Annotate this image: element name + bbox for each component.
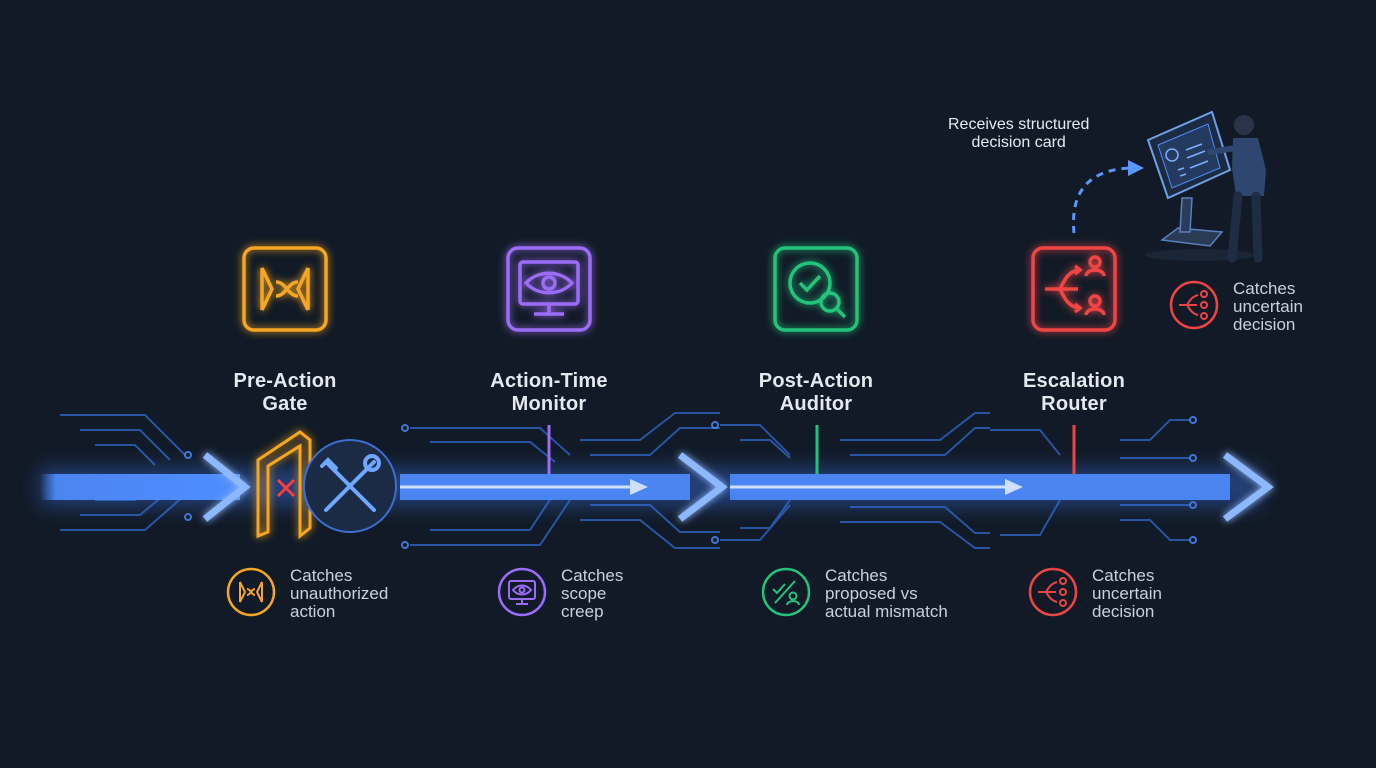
catches-line: Catches <box>825 566 888 585</box>
stage-title-escalation: Escalation Router <box>994 370 1154 416</box>
catches-line: scope <box>561 584 607 603</box>
reviewer-note-line-1: Receives structured <box>948 116 1090 133</box>
dashed-arrow-to-reviewer <box>1072 166 1131 234</box>
catches-line: uncertain <box>1092 584 1162 603</box>
dashed-arrow-head <box>1128 160 1144 176</box>
reviewer-catches-line-2: uncertain <box>1233 297 1303 316</box>
catches-line: proposed vs <box>825 584 918 603</box>
reviewer-catches-text: Catches uncertain decision <box>1233 280 1303 334</box>
catches-line: decision <box>1092 602 1155 621</box>
stage-title-line: Gate <box>262 393 308 415</box>
shuffle-brackets-icon <box>242 246 328 332</box>
person-at-kiosk-icon <box>1145 110 1266 263</box>
reviewer-catches-line-3: decision <box>1233 315 1296 334</box>
catches-line: action <box>290 602 336 621</box>
catches-line: creep <box>561 602 604 621</box>
check-person-icon <box>761 567 811 617</box>
branch-people-icon <box>1028 567 1078 617</box>
stage-title-line: Escalation <box>1022 370 1126 392</box>
stage-title-action-time: Action-Time Monitor <box>469 370 629 416</box>
stage-title-line: Post-Action <box>758 370 874 392</box>
catches-text-escalation: Catches uncertain decision <box>1092 567 1162 621</box>
stage-title-line: Router <box>1041 393 1107 415</box>
catches-text-pre-action: Catches unauthorized action <box>290 567 388 621</box>
stage-title-line: Action-Time <box>490 370 608 392</box>
tools-icon <box>303 439 397 533</box>
catches-line: Catches <box>561 566 624 585</box>
main-flow-arrow <box>40 452 1274 522</box>
catches-line: Catches <box>290 566 353 585</box>
stage-title-pre-action: Pre-Action Gate <box>205 370 365 416</box>
gate-frame-icon <box>256 430 312 540</box>
catches-text-post-action: Catches proposed vs actual mismatch <box>825 567 948 621</box>
eye-monitor-icon <box>506 246 592 332</box>
stage-title-line: Pre-Action <box>233 370 337 392</box>
blocked-x-icon <box>276 478 296 498</box>
reviewer-note: Receives structured decision card <box>948 116 1089 152</box>
branch-people-icon <box>1169 280 1219 330</box>
check-magnifier-icon <box>773 246 859 332</box>
reviewer-note-line-2: decision card <box>971 134 1066 151</box>
reviewer-catches-line-1: Catches <box>1233 279 1296 298</box>
eye-monitor-icon <box>497 567 547 617</box>
shuffle-brackets-icon <box>226 567 276 617</box>
catches-line: Catches <box>1092 566 1155 585</box>
catches-line: unauthorized <box>290 584 389 603</box>
stage-title-line: Auditor <box>779 393 853 415</box>
catches-line: actual mismatch <box>825 602 948 621</box>
stage-title-line: Monitor <box>511 393 587 415</box>
catches-text-action-time: Catches scope creep <box>561 567 623 621</box>
stage-title-post-action: Post-Action Auditor <box>736 370 896 416</box>
branch-people-icon <box>1031 246 1117 332</box>
